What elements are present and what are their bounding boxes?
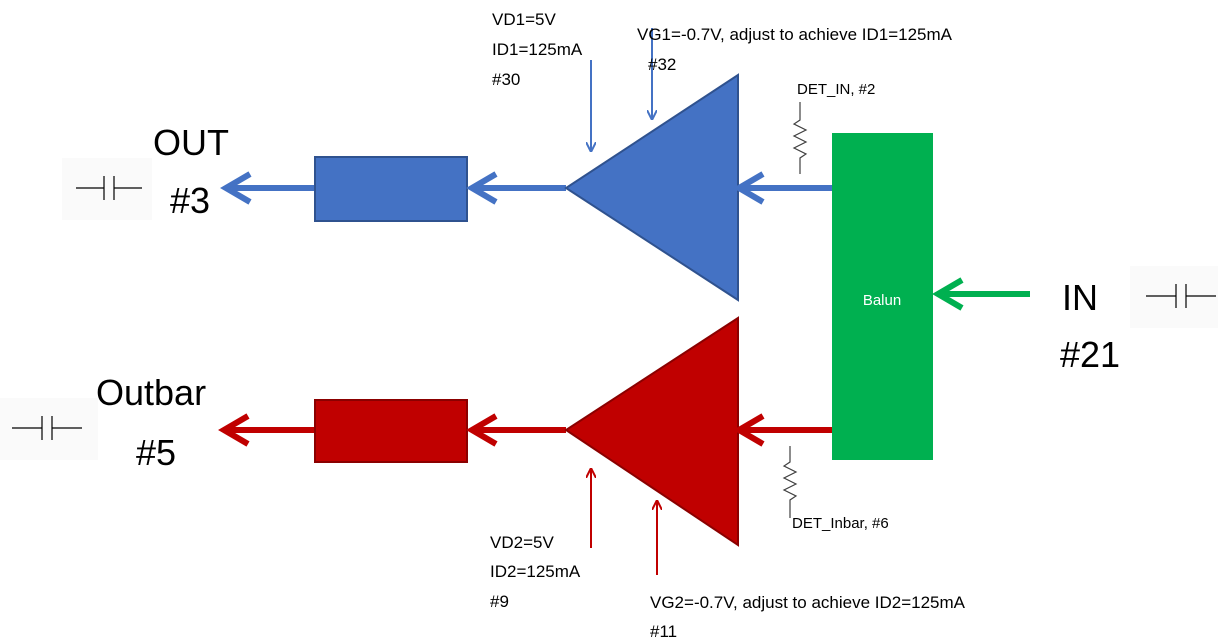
- out-arrow-icon: [220, 171, 315, 205]
- amp2-id-label: ID2=125mA: [490, 562, 581, 581]
- amp1-vg-pin: #32: [648, 55, 676, 74]
- amp1-vd-label: VD1=5V: [492, 10, 556, 29]
- out-port-name: OUT: [153, 122, 229, 163]
- det-in-label: DET_IN, #2: [797, 81, 875, 98]
- det-inbar-label: DET_Inbar, #6: [792, 515, 889, 532]
- balun-to-amp2-arrow-icon: [733, 413, 832, 447]
- in-port-number: #21: [1060, 334, 1120, 375]
- balun-to-amp1-arrow-icon: [733, 171, 832, 205]
- blue-filter-block: [314, 156, 468, 222]
- in-arrow-icon: [932, 277, 1030, 311]
- amp2-vd-pin: #9: [490, 592, 509, 611]
- amp1-to-filter-arrow-icon: [466, 171, 566, 205]
- amp1-vd-pin: #30: [492, 70, 520, 89]
- out-capacitor-icon: [62, 158, 152, 220]
- outbar-port-name: Outbar: [96, 372, 206, 413]
- outbar-port-number: #5: [136, 432, 176, 473]
- out-port-number: #3: [170, 180, 210, 221]
- in-port-name: IN: [1062, 277, 1098, 318]
- amp2-vg-pin: #11: [650, 622, 677, 641]
- outbar-arrow-icon: [218, 413, 315, 447]
- in-capacitor-icon: [1130, 266, 1218, 328]
- outbar-capacitor-icon: [0, 398, 98, 460]
- det-in-resistor-icon: [792, 102, 808, 174]
- amp1-id-label: ID1=125mA: [492, 40, 583, 59]
- amp2-vd-label: VD2=5V: [490, 533, 554, 552]
- amp2-vg-label: VG2=-0.7V, adjust to achieve ID2=125mA: [650, 593, 966, 612]
- balun-label: Balun: [863, 292, 901, 309]
- balun-block: [832, 133, 933, 460]
- det-inbar-resistor-icon: [782, 446, 798, 518]
- amp1-vg-label: VG1=-0.7V, adjust to achieve ID1=125mA: [637, 25, 953, 44]
- red-filter-block: [314, 399, 468, 463]
- amp2-to-filter-arrow-icon: [466, 413, 566, 447]
